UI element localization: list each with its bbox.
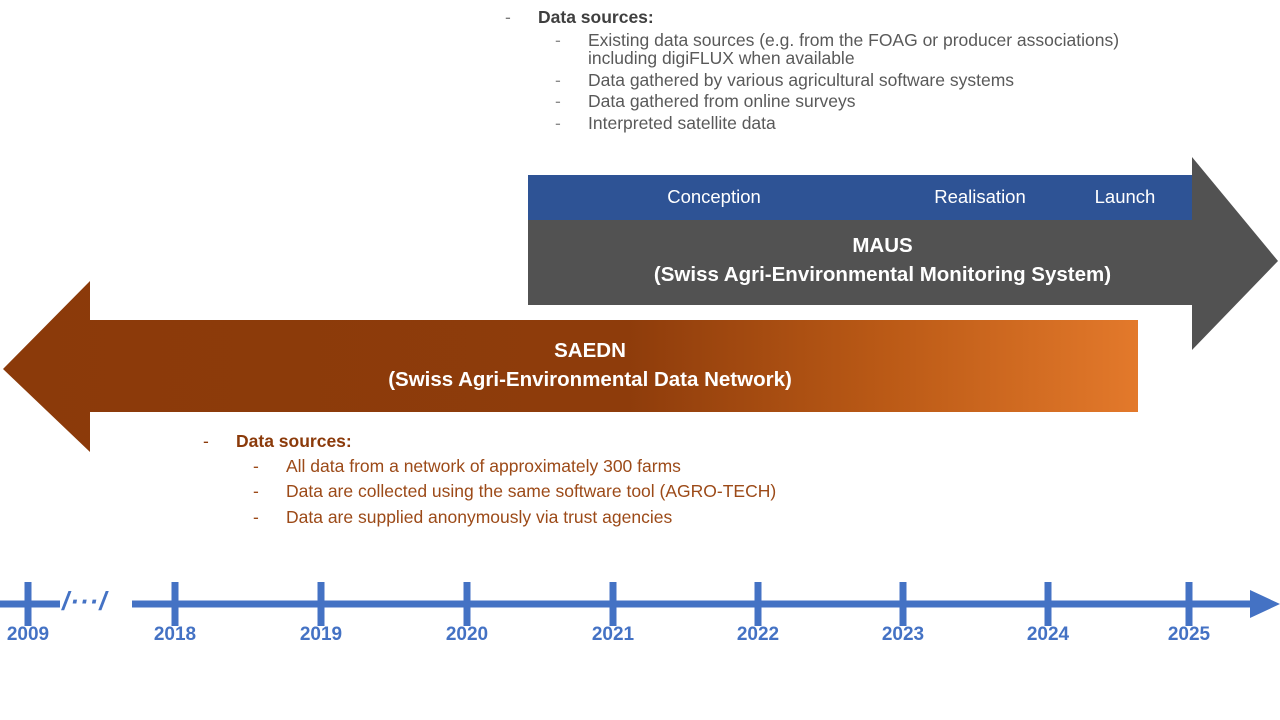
bullet-dash-icon: - (253, 506, 259, 527)
maus-phase-realisation: Realisation (934, 186, 1026, 207)
maus-note-item: - Interpreted satellite data (505, 114, 1119, 133)
bullet-dash-icon: - (253, 481, 259, 502)
timeline-arrowhead (1250, 590, 1280, 618)
bullet-dash-icon: - (555, 29, 561, 50)
bullet-dash-icon: - (253, 455, 259, 476)
saedn-note-item: - All data from a network of approximate… (203, 455, 776, 476)
maus-note-item-text: Interpreted satellite data (588, 112, 776, 133)
timeline-label: 2023 (881, 624, 925, 645)
timeline-label: 2009 (6, 624, 50, 645)
saedn-note-item-text: All data from a network of approximately… (286, 455, 681, 476)
bullet-dash-icon: - (505, 7, 511, 27)
maus-phase-conception: Conception (667, 186, 761, 207)
saedn-title-block: SAEDN (Swiss Agri-Environmental Data Net… (90, 336, 1090, 394)
saedn-title-line2: (Swiss Agri-Environmental Data Network) (388, 368, 792, 392)
timeline-label: 2024 (1026, 624, 1070, 645)
saedn-note-item-text: Data are collected using the same softwa… (286, 481, 777, 502)
timeline-label: 2022 (736, 624, 780, 645)
saedn-data-sources-notes: - Data sources: - All data from a networ… (203, 432, 776, 533)
timeline-break-symbol: /···/ (62, 586, 108, 616)
saedn-title-line1: SAEDN (554, 339, 626, 362)
timeline-label: 2019 (299, 624, 343, 645)
bullet-dash-icon: - (555, 91, 561, 112)
bullet-dash-icon: - (203, 431, 209, 451)
saedn-notes-heading: Data sources: (236, 431, 352, 451)
maus-note-item: - Existing data sources (e.g. from the F… (505, 29, 1120, 69)
maus-data-sources-notes: - Data sources: - Existing data sources … (505, 8, 1119, 135)
maus-note-item: - Data gathered by various agricultural … (505, 71, 1119, 90)
bullet-dash-icon: - (555, 112, 561, 133)
maus-note-item-text: Data gathered by various agricultural so… (588, 69, 1015, 90)
saedn-note-item-text: Data are supplied anonymously via trust … (286, 506, 673, 527)
timeline-label: 2020 (445, 624, 489, 645)
maus-note-item-text: Existing data sources (e.g. from the FOA… (588, 29, 1120, 69)
bullet-dash-icon: - (555, 69, 561, 90)
timeline-label: 2025 (1167, 624, 1211, 645)
maus-note-item: - Data gathered from online surveys (505, 92, 1119, 111)
saedn-note-item: - Data are supplied anonymously via trus… (203, 508, 776, 527)
maus-notes-heading: Data sources: (538, 7, 654, 27)
saedn-note-item: - Data are collected using the same soft… (203, 482, 776, 501)
timeline-label: 2021 (591, 624, 635, 645)
maus-note-item-text: Data gathered from online surveys (588, 91, 856, 112)
saedn-notes-heading-row: - Data sources: (203, 432, 776, 451)
maus-title-block: MAUS (Swiss Agri-Environmental Monitorin… (528, 231, 1237, 289)
timeline-label: 2018 (153, 624, 197, 645)
timeline-axis (0, 582, 1280, 626)
maus-title-line1: MAUS (852, 234, 913, 257)
timeline-break-gap (60, 592, 132, 616)
maus-title-line2: (Swiss Agri-Environmental Monitoring Sys… (653, 263, 1112, 287)
maus-phase-band (528, 175, 1192, 220)
maus-phase-launch: Launch (1094, 186, 1156, 207)
maus-notes-heading-row: - Data sources: (505, 8, 1119, 27)
